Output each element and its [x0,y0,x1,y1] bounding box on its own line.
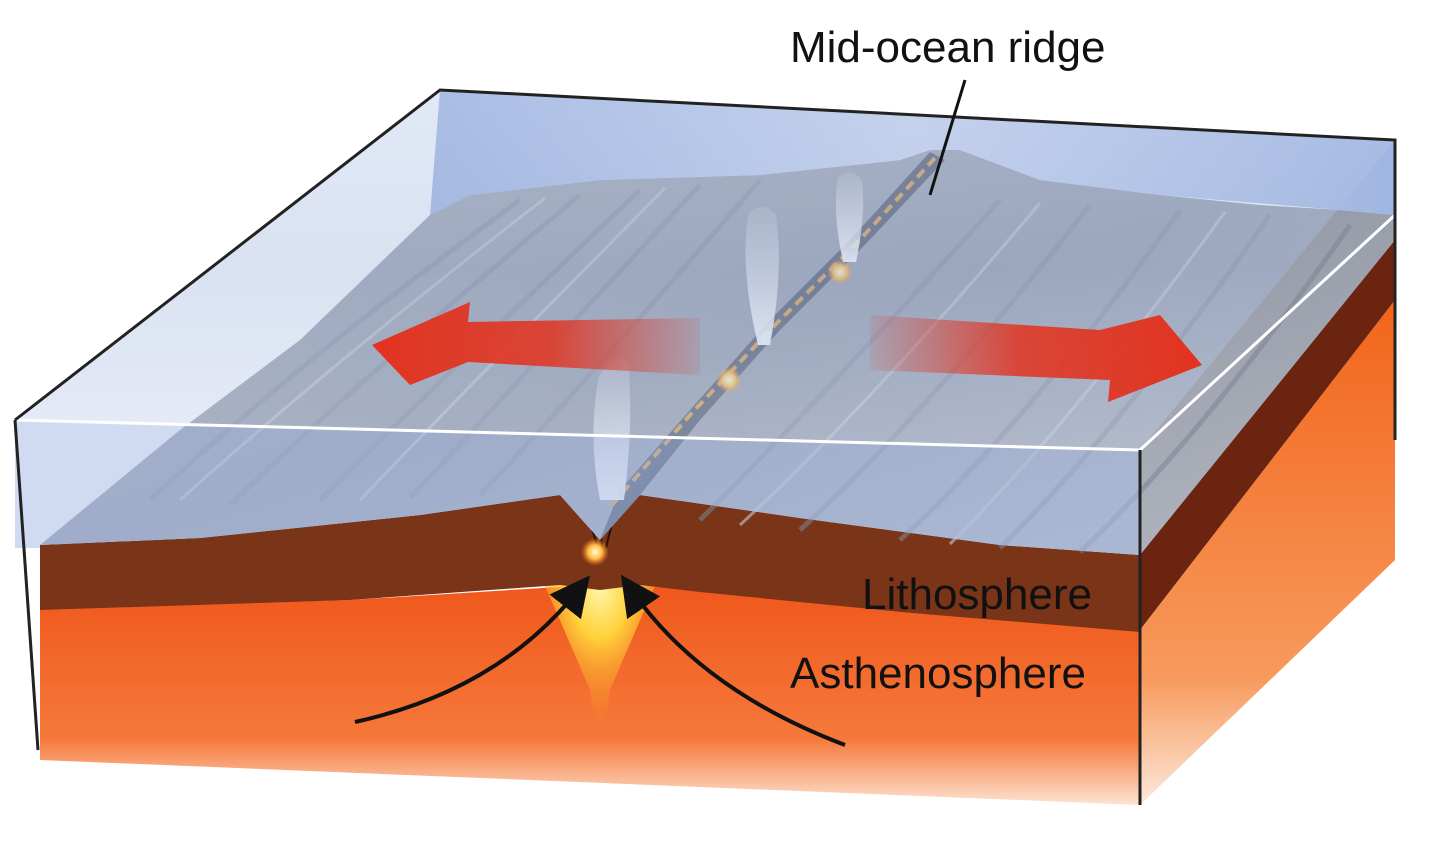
label-mid-ocean-ridge: Mid-ocean ridge [790,23,1106,72]
water-outline [14,88,1397,440]
flow-arrow-left [354,575,590,724]
asthenosphere-layer [40,585,1140,805]
block-front-left-edge [13,419,40,751]
label-lithosphere: Lithosphere [862,570,1092,619]
asthenosphere-right-side [1140,300,1395,805]
spreading-arrow-left [372,302,700,385]
flow-arrow-right [620,574,846,747]
label-asthenosphere: Asthenosphere [790,649,1086,698]
spreading-arrow-right [870,315,1202,402]
magma-chamber-glow [581,538,609,566]
water-front-face [15,420,1140,555]
lithosphere-right-side [1140,240,1395,630]
ridge-leader-line [928,79,967,196]
